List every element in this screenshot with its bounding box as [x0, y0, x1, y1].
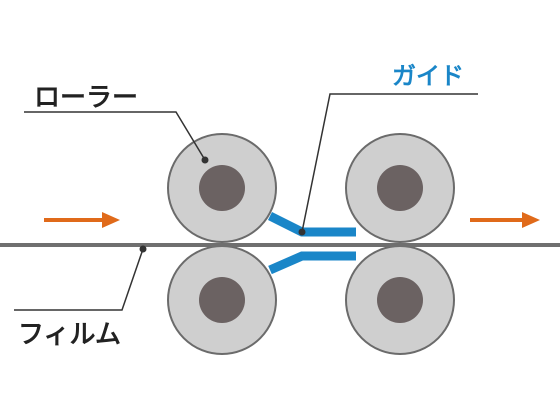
guide-lower	[268, 251, 356, 275]
roller-bottom-right	[345, 245, 455, 355]
roller-bottom-left	[167, 245, 277, 355]
roller-top-right	[345, 133, 455, 243]
roller-hub	[199, 165, 245, 211]
roller-hub	[377, 165, 423, 211]
arrow-right-icon	[470, 212, 540, 228]
label-guide: ガイド	[392, 62, 464, 90]
label-film: フィルム	[18, 320, 121, 350]
arrow-left-icon	[44, 212, 120, 228]
roller-hub	[377, 277, 423, 323]
label-roller: ローラー	[34, 83, 138, 113]
guide-upper	[267, 211, 356, 237]
roller-top-left	[167, 133, 277, 243]
leader-roller	[24, 111, 209, 164]
roller-hub	[199, 277, 245, 323]
leader-film	[14, 245, 147, 311]
leader-guide	[298, 93, 478, 236]
